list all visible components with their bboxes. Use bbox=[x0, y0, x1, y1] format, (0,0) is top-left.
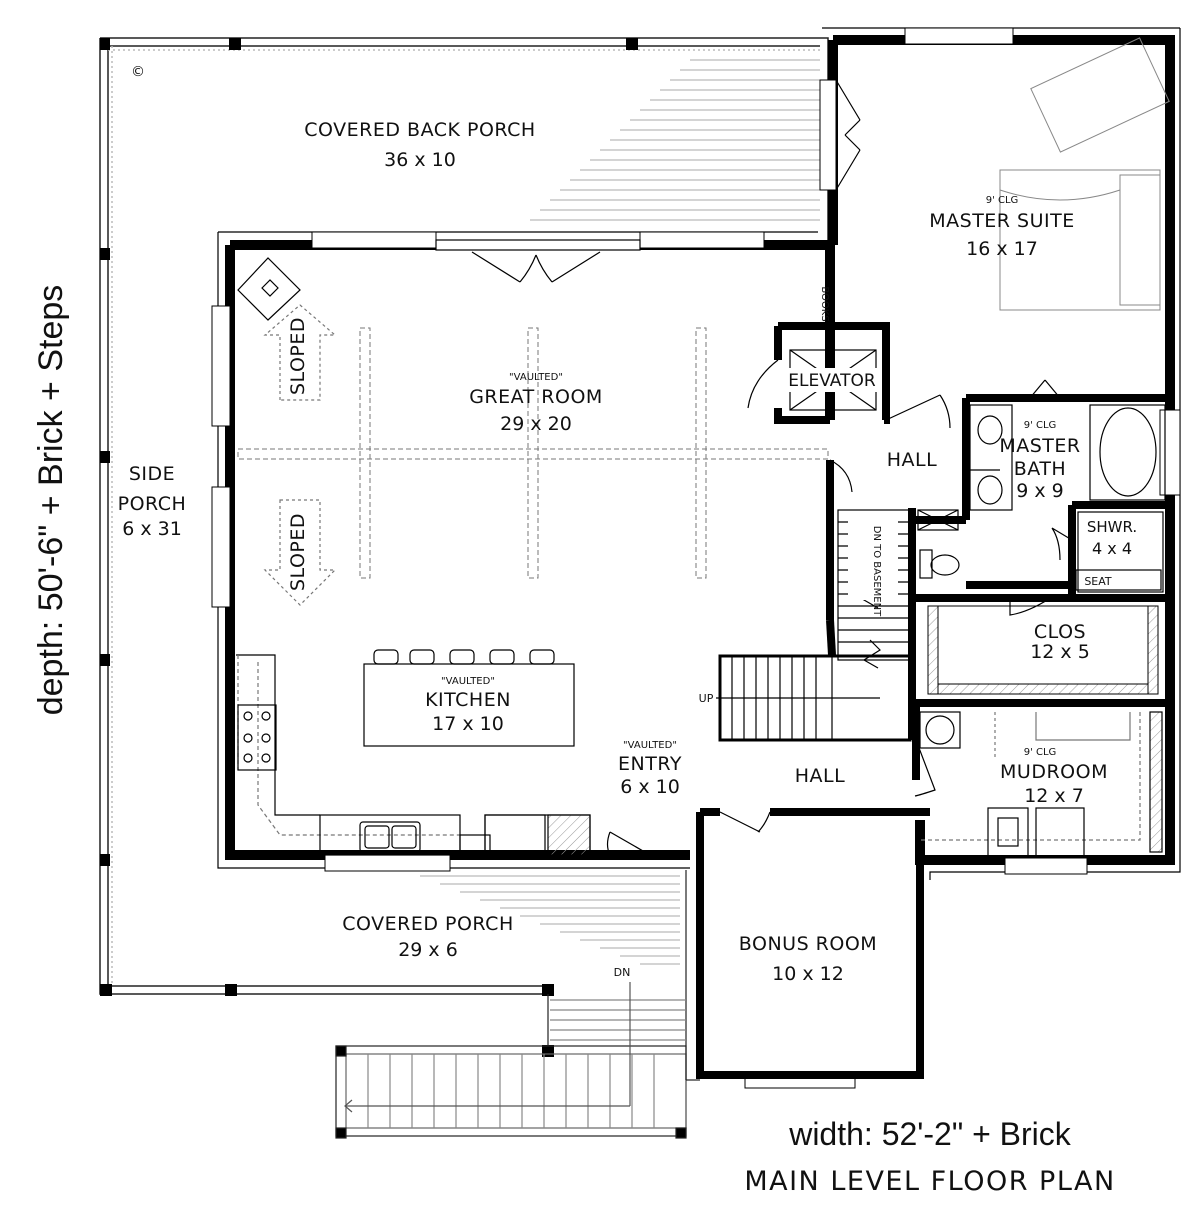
kitchen-island bbox=[363, 649, 575, 747]
master-bath-note: 9' CLG bbox=[1024, 420, 1057, 431]
master-bed bbox=[999, 37, 1170, 311]
depth-dimension: depth: 50'-6" + Brick + Steps bbox=[32, 285, 70, 716]
master-suite-note: 9' CLG bbox=[986, 195, 1019, 206]
closet-size: 12 x 5 bbox=[1030, 641, 1090, 663]
entry-note: "VAULTED" bbox=[623, 740, 677, 751]
master-suite-name: MASTER SUITE bbox=[929, 210, 1075, 232]
stair-up-label: UP bbox=[699, 692, 714, 705]
width-dimension: width: 52'-2" + Brick bbox=[788, 1116, 1072, 1152]
entry-size: 6 x 10 bbox=[620, 776, 680, 798]
elevator-label: ELEVATOR bbox=[788, 371, 876, 391]
mudroom-size: 12 x 7 bbox=[1024, 785, 1084, 807]
hall-doors bbox=[606, 379, 1073, 856]
master-bath-size: 9 x 9 bbox=[1016, 480, 1064, 502]
sloped-top-label: SLOPED bbox=[287, 317, 309, 395]
mudroom-fixtures bbox=[919, 711, 1163, 857]
main-stair-up bbox=[716, 639, 912, 742]
shower-name: SHWR. bbox=[1087, 518, 1137, 536]
master-suite-size: 16 x 17 bbox=[966, 238, 1038, 260]
hall-lower-label: HALL bbox=[795, 765, 845, 787]
fireplace bbox=[237, 257, 301, 321]
back-porch-steps bbox=[530, 59, 820, 221]
side-porch-size: 6 x 31 bbox=[122, 518, 182, 540]
great-room-name: GREAT ROOM bbox=[469, 386, 603, 408]
closet-name: CLOS bbox=[1034, 621, 1086, 643]
french-door-great-room bbox=[435, 239, 641, 283]
front-porch-name: COVERED PORCH bbox=[342, 913, 514, 935]
master-suite-porch-door bbox=[835, 79, 861, 191]
exterior-stair bbox=[335, 870, 700, 1139]
plan-title: MAIN LEVEL FLOOR PLAN bbox=[744, 1166, 1115, 1197]
master-bath-name1: MASTER bbox=[999, 435, 1080, 457]
hall-upper-label: HALL bbox=[887, 449, 937, 471]
shower-size: 4 x 4 bbox=[1092, 539, 1132, 558]
shower-seat: SEAT bbox=[1084, 575, 1112, 588]
great-room-size: 29 x 20 bbox=[500, 413, 572, 435]
mudroom-note: 9' CLG bbox=[1024, 747, 1057, 758]
kitchen-note: "VAULTED" bbox=[441, 676, 495, 687]
ceiling-beams bbox=[237, 327, 829, 579]
closet-shelves bbox=[927, 605, 1159, 695]
mudroom-name: MUDROOM bbox=[1000, 761, 1108, 783]
kitchen-counters bbox=[236, 654, 591, 856]
bonus-room-size: 10 x 12 bbox=[772, 963, 844, 985]
bonus-room-name: BONUS ROOM bbox=[739, 933, 877, 955]
dn-to-basement-label: DN TO BASEMENT bbox=[871, 526, 882, 617]
kitchen-size: 17 x 10 bbox=[432, 713, 504, 735]
books-label: BOOKS bbox=[819, 286, 830, 321]
sloped-arrows bbox=[263, 304, 337, 606]
interior-walls bbox=[696, 270, 1170, 1079]
side-porch-name2: PORCH bbox=[118, 493, 187, 515]
back-porch-name: COVERED BACK PORCH bbox=[304, 119, 535, 141]
kitchen-name: KITCHEN bbox=[425, 689, 511, 711]
front-porch-size: 29 x 6 bbox=[398, 939, 458, 961]
side-porch-name1: SIDE bbox=[129, 463, 175, 485]
great-room-note: "VAULTED" bbox=[509, 372, 563, 383]
master-bath-name2: BATH bbox=[1014, 458, 1066, 480]
copyright-mark: © bbox=[131, 64, 145, 80]
entry-name: ENTRY bbox=[618, 753, 682, 775]
back-porch-size: 36 x 10 bbox=[384, 149, 456, 171]
stair-dn-label: DN bbox=[614, 966, 631, 979]
sloped-bottom-label: SLOPED bbox=[287, 513, 309, 591]
porch-posts bbox=[100, 38, 638, 1057]
master-bath-fixtures bbox=[917, 404, 1166, 593]
